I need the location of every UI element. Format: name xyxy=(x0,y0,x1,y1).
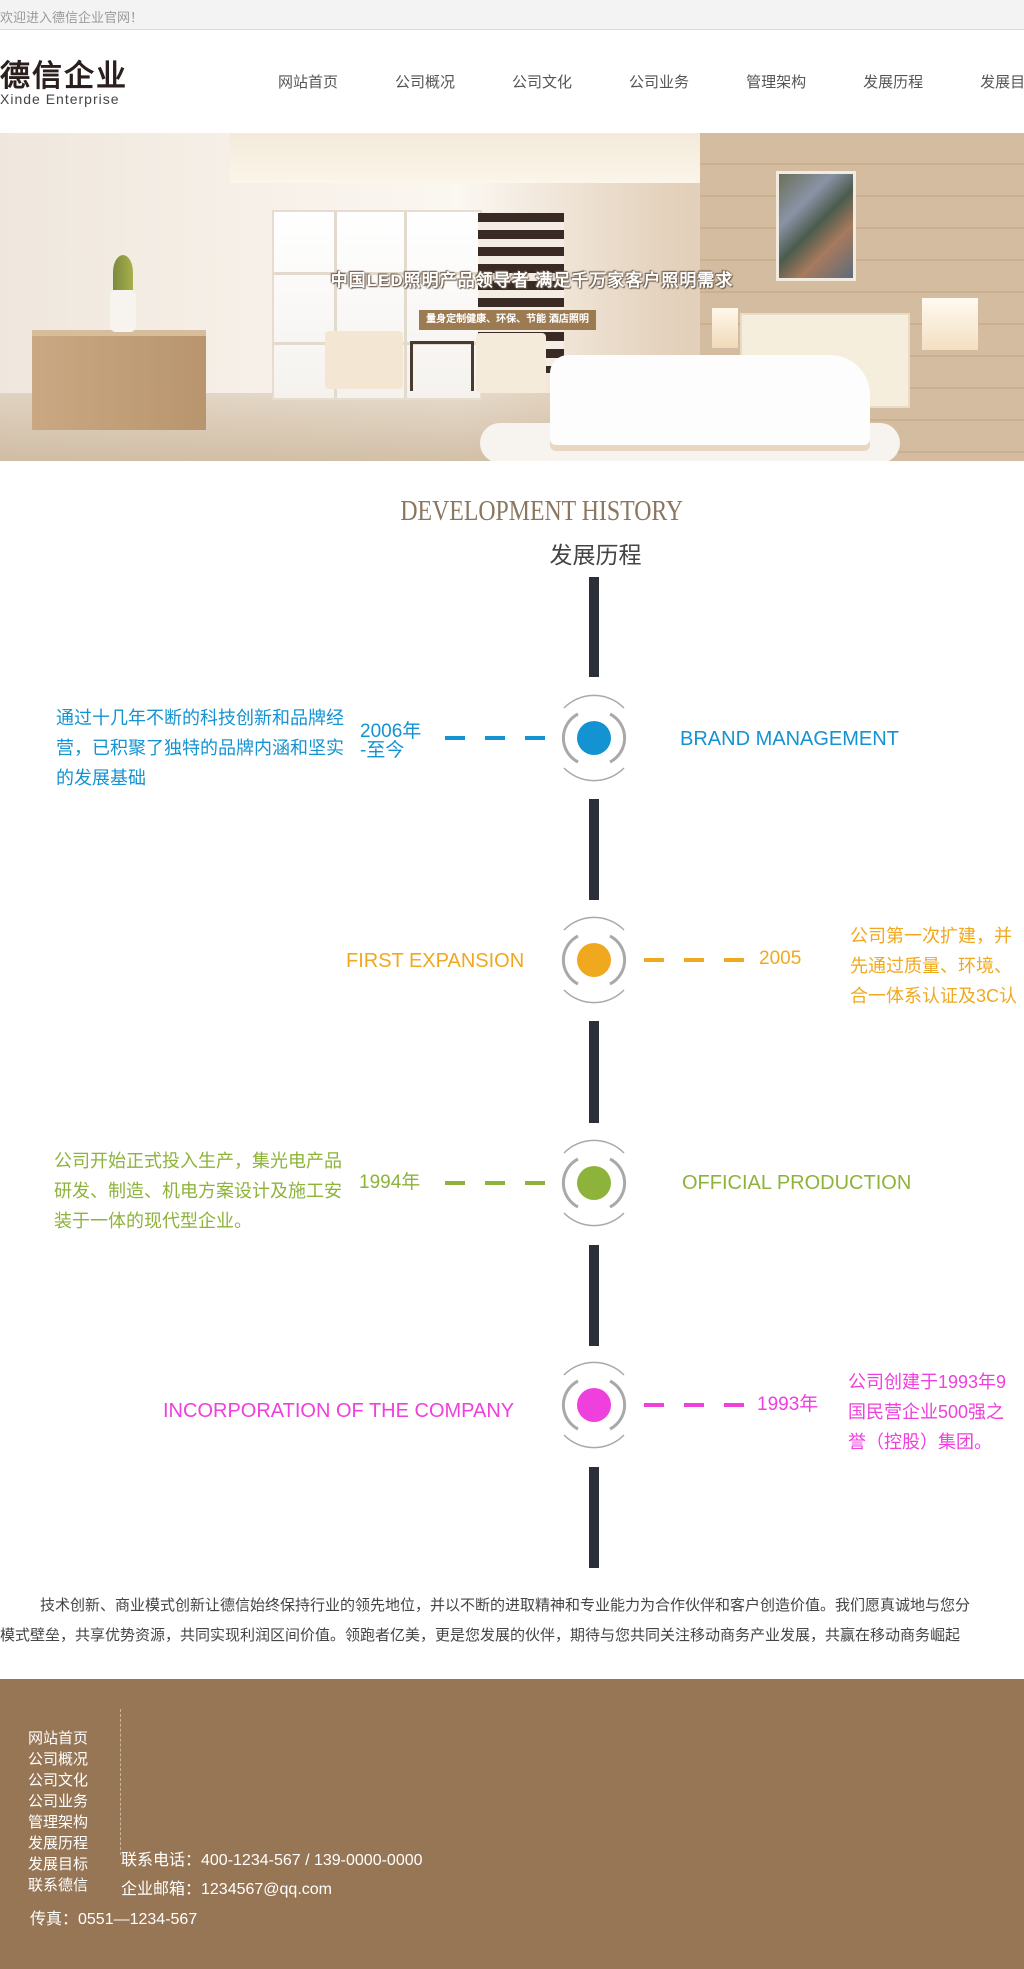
timeline-connector xyxy=(445,1181,545,1185)
nav-item-overview[interactable]: 公司概况 xyxy=(395,74,456,91)
footer-nav: 网站首页 公司概况 公司文化 公司业务 管理架构 发展历程 发展目标 联系德信 xyxy=(28,1728,88,1896)
event-year: 2005 xyxy=(759,948,802,969)
event-year: 1993年 xyxy=(757,1394,819,1415)
footer-fax: 传真：0551—1234-567 xyxy=(30,1911,198,1928)
banner-painting xyxy=(776,171,856,281)
event-description-line: 先通过质量、环境、 xyxy=(850,956,1012,976)
node-dot xyxy=(577,1166,611,1200)
nav-item-goals[interactable]: 发展目标 xyxy=(980,74,1024,91)
target-circle-icon xyxy=(561,1361,627,1449)
footer-phone: 联系电话：400-1234-567 / 139-0000-0000 xyxy=(121,1852,423,1869)
nav-item-culture[interactable]: 公司文化 xyxy=(512,74,573,91)
timeline-spine-segment xyxy=(589,1467,599,1568)
timeline-connector xyxy=(644,958,744,962)
site-header: 德信企业 Xinde Enterprise 网站首页 公司概况 公司文化 公司业… xyxy=(0,31,1024,133)
event-description: 通过十几年不断的科技创新和品牌经营，已积聚了独特的品牌内涵和坚实的发展基础 xyxy=(56,708,344,788)
nav-item-home[interactable]: 网站首页 xyxy=(278,74,339,91)
event-title: OFFICIAL PRODUCTION xyxy=(682,1172,912,1194)
banner-sofa xyxy=(476,333,546,393)
footer-link-history[interactable]: 发展历程 xyxy=(28,1835,89,1852)
footer-link-goals[interactable]: 发展目标 xyxy=(28,1856,89,1873)
banner-bed xyxy=(550,355,870,445)
timeline-spine-segment xyxy=(589,1245,599,1346)
event-description-line: 公司第一次扩建，并 xyxy=(850,926,1012,946)
event-description-line: 合一体系认证及3C认 xyxy=(850,986,1018,1006)
banner-chair xyxy=(325,331,403,389)
event-title: BRAND MANAGEMENT xyxy=(680,728,899,750)
event-title: INCORPORATION OF THE COMPANY xyxy=(163,1400,515,1422)
footer-link-business[interactable]: 公司业务 xyxy=(28,1793,89,1810)
node-dot xyxy=(577,943,611,977)
timeline-spine-segment xyxy=(589,799,599,900)
main-nav: 网站首页 公司概况 公司文化 公司业务 管理架构 发展历程 发展目标 xyxy=(278,71,1024,92)
footer-divider xyxy=(120,1709,121,1855)
event-description: 公司第一次扩建，并 先通过质量、环境、 合一体系认证及3C认 xyxy=(850,921,1024,1011)
nav-item-management[interactable]: 管理架构 xyxy=(746,74,807,91)
footer-link-contact[interactable]: 联系德信 xyxy=(28,1877,89,1894)
logo-title[interactable]: 德信企业 xyxy=(0,60,128,93)
banner-vase xyxy=(110,290,136,332)
hero-banner: 中国LED照明产品领导者 满足千万家客户照明需求 量身定制健康、环保、节能 酒店… xyxy=(0,133,1024,461)
logo-subtitle: Xinde Enterprise xyxy=(0,91,120,107)
section-title-cn: 发展历程 xyxy=(549,542,642,568)
footer-link-culture[interactable]: 公司文化 xyxy=(28,1772,89,1789)
intro-paragraph: 技术创新、商业模式创新让德信始终保持行业的领先地位，并以不断的进取精神和专业能力… xyxy=(0,1591,1024,1651)
footer-link-home[interactable]: 网站首页 xyxy=(28,1730,89,1747)
event-description-line: 国民营企业500强之 xyxy=(848,1402,1005,1422)
timeline-spine-segment xyxy=(589,577,599,677)
site-footer: 网站首页 公司概况 公司文化 公司业务 管理架构 发展历程 发展目标 联系德信 … xyxy=(0,1679,1024,1969)
welcome-text: 欢迎进入德信企业官网！ xyxy=(0,10,144,25)
banner-title: 中国LED照明产品领导者 满足千万家客户照明需求 xyxy=(330,271,734,290)
timeline-node-2006 xyxy=(544,688,644,788)
node-dot xyxy=(577,1388,611,1422)
banner-lamp xyxy=(922,298,978,350)
top-bar: 欢迎进入德信企业官网！ xyxy=(0,0,1024,30)
target-circle-icon xyxy=(561,916,627,1004)
node-dot xyxy=(577,721,611,755)
event-year: 1994年 xyxy=(359,1172,421,1193)
timeline-node-1993 xyxy=(544,1355,644,1455)
section-title-en: DEVELOPMENT HISTORY xyxy=(400,496,684,527)
banner-subtitle: 量身定制健康、环保、节能 酒店照明 xyxy=(419,310,596,330)
banner-cabinet xyxy=(32,330,206,430)
timeline-connector xyxy=(644,1403,744,1407)
intro-line: 技术创新、商业模式创新让德信始终保持行业的领先地位，并以不断的进取精神和专业能力… xyxy=(40,1597,971,1614)
banner-plant xyxy=(113,255,133,290)
intro-line: 模式壁垒，共享优势资源，共同实现利润区间价值。领跑者亿美，更是您发展的伙伴，期待… xyxy=(0,1627,961,1644)
event-year: 2006年 -至今 xyxy=(360,722,421,760)
event-description: 公司创建于1993年9 国民营企业500强之 誉（控股）集团。 xyxy=(848,1367,1024,1457)
banner-table xyxy=(410,341,474,391)
timeline-connector xyxy=(445,736,545,740)
timeline-spine-segment xyxy=(589,1021,599,1123)
event-title: FIRST EXPANSION xyxy=(346,950,525,972)
event-description-line: 誉（控股）集团。 xyxy=(848,1432,992,1452)
footer-email: 企业邮箱：1234567@qq.com xyxy=(121,1881,333,1898)
timeline-node-1994 xyxy=(544,1133,644,1233)
nav-item-business[interactable]: 公司业务 xyxy=(629,74,690,91)
target-circle-icon xyxy=(561,694,627,782)
nav-item-history[interactable]: 发展历程 xyxy=(863,74,924,91)
banner-ceiling xyxy=(230,133,750,183)
event-description-line: 公司创建于1993年9 xyxy=(848,1372,1007,1392)
banner-lamp xyxy=(712,308,738,348)
timeline-node-2005 xyxy=(544,910,644,1010)
event-year-line: 2006年 xyxy=(360,721,422,742)
event-year-line: -至今 xyxy=(360,740,405,761)
footer-link-overview[interactable]: 公司概况 xyxy=(28,1751,89,1768)
event-description: 公司开始正式投入生产，集光电产品研发、制造、机电方案设计及施工安装于一体的现代型… xyxy=(54,1151,342,1231)
target-circle-icon xyxy=(561,1139,627,1227)
footer-link-management[interactable]: 管理架构 xyxy=(28,1814,89,1831)
